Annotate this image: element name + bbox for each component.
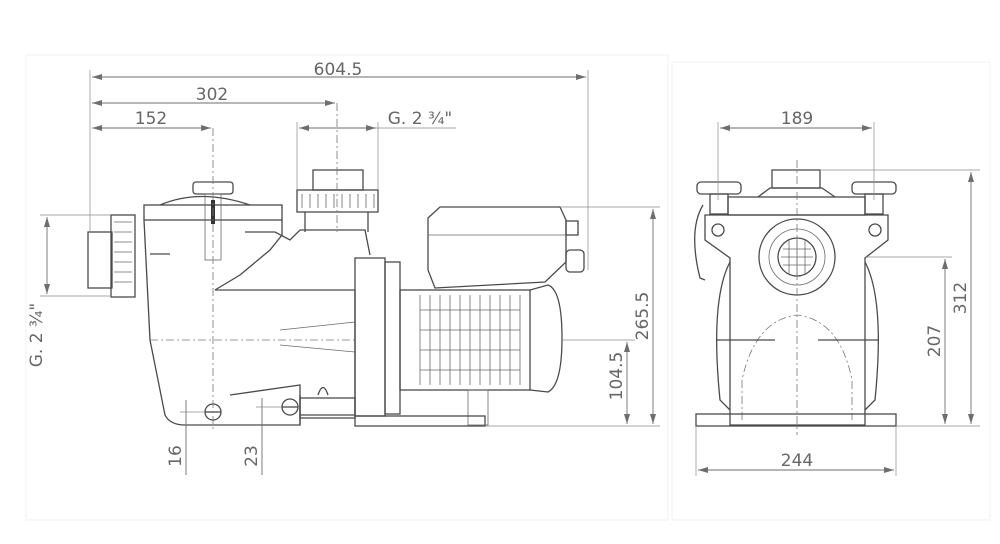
dim-front-overall-height: 312 (951, 282, 971, 314)
dim-overall-length: 604.5 (314, 60, 363, 80)
front-view-frame (671, 61, 991, 521)
dim-to-prefilter-axis: 152 (135, 109, 167, 129)
dim-outlet-thread: G. 2 ¾" (388, 109, 453, 129)
dim-overall-height: 265.5 (633, 292, 653, 341)
dim-lid-bolt-spacing: 189 (781, 109, 813, 129)
dim-shaft-height: 104.5 (607, 352, 627, 401)
dim-drain-height-1: 16 (166, 445, 186, 467)
side-view-frame (25, 54, 669, 521)
dim-inlet-thread: G. 2 ¾" (27, 303, 47, 368)
side-view-pump (87, 103, 585, 430)
dim-inlet-axis-height: 207 (925, 325, 945, 357)
front-view-pump (694, 160, 897, 435)
dim-drain-height-2: 23 (242, 445, 262, 467)
dim-base-width: 244 (781, 451, 813, 471)
dim-to-outlet-axis: 302 (196, 85, 228, 105)
side-view-dimensions (40, 70, 660, 475)
front-view-dimensions (695, 122, 980, 476)
